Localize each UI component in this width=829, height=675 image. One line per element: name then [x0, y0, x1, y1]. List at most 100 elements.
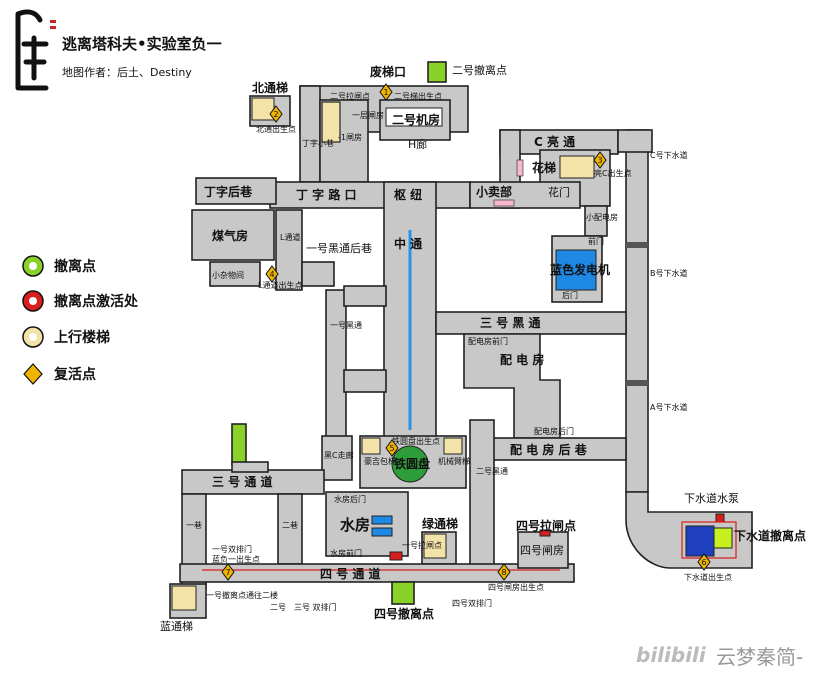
label-gate-room-4: 四号闸房	[520, 544, 564, 557]
label-c-sewer: C号下水道	[650, 150, 688, 160]
label-lever-2: 二号拉闸点	[330, 91, 370, 101]
label-spawn-3: 亮C出生点	[594, 168, 632, 178]
label-black-back-alley-1: 一号黑通后巷	[306, 242, 372, 255]
storage-room	[209, 261, 261, 287]
label-flower-gate: 花门	[548, 185, 570, 199]
legend-spawn: 复活点	[23, 363, 96, 385]
label-black-c-corridor: 黑C走廊	[324, 450, 354, 460]
water-room	[325, 491, 409, 557]
watermark: bilibili 云梦秦简-	[636, 643, 803, 669]
label-blue-spawn: 蓝负一出生点	[212, 554, 260, 564]
label-front-gate: 前门	[588, 236, 604, 246]
map-author: 地图作者：后土、Destiny	[62, 66, 192, 79]
map-labels: 废梯口 二号撤离点 二号拉闸点 二号梯出生点 北通梯 北通出生点 二号机房 H廊…	[160, 63, 806, 633]
label-power-front-gate: 配电房前门	[468, 336, 508, 346]
label-center-passage: 中 通	[394, 236, 422, 251]
spawn-marker: 8	[497, 563, 511, 581]
label-double-gate-4: 四号双排门	[452, 598, 492, 608]
gas-room	[191, 209, 275, 261]
svg-text:1: 1	[384, 88, 389, 97]
channel-name: 云梦秦简-	[716, 645, 803, 669]
label-storage: 小杂物间	[212, 270, 244, 280]
legend: 撤离点 撤离点激活处 上行楼梯 复活点	[22, 255, 139, 385]
kiosk-row	[469, 181, 581, 209]
logo	[15, 9, 56, 91]
label-ding-back-alley: 丁字后巷	[204, 184, 253, 199]
label-kiosk: 小卖部	[476, 184, 512, 199]
svg-text:5: 5	[390, 444, 395, 453]
label-alley-2: 二巷	[282, 521, 298, 530]
label-pack-stair: 豪吉包梯	[364, 456, 396, 466]
label-gate-room: -1闸房	[338, 132, 362, 142]
corridor-4	[179, 563, 575, 583]
label-sewer-extract: 下水道撤离点	[734, 528, 806, 543]
label-power-back-gate: 配电房后门	[534, 426, 574, 436]
label-sewer-pump: 下水道水泵	[684, 491, 739, 505]
black-back-alley-1	[301, 261, 335, 287]
label-lever-4: 四号拉闸点	[516, 518, 576, 533]
gate-room-stairs	[321, 101, 341, 143]
label-a-sewer: A号下水道	[650, 402, 687, 412]
label-lever-1: 一号拉闸点	[402, 540, 442, 550]
label-c-hall: C 亮 通	[534, 134, 575, 149]
spawn-marker: 7	[221, 563, 235, 581]
label-iron-disk: 铁圆盘	[394, 456, 430, 471]
extract-4-box	[391, 581, 415, 605]
l-passage	[275, 209, 303, 291]
label-sewer-spawn: 下水道出生点	[684, 572, 732, 582]
label-corridor-3: 三 号 通 道	[212, 474, 273, 489]
label-alley-1: 一巷	[186, 521, 202, 530]
black-2-passage	[469, 419, 495, 573]
legend-extract-activation: 撤离点激活处	[22, 290, 139, 312]
platform-logo: bilibili	[636, 643, 707, 667]
label-l-spawn: L通道出生点	[258, 280, 302, 290]
spawn-marker: 4	[265, 265, 279, 283]
label-water-back-gate: 水房后门	[334, 494, 366, 504]
svg-text:6: 6	[702, 558, 707, 567]
map-structure	[169, 61, 753, 619]
label-extract-4: 四号撤离点	[374, 606, 434, 621]
black-c-corridor	[321, 435, 353, 481]
map-title: 逃离塔科夫•实验室负一	[62, 35, 222, 53]
spawn-marker: 5	[385, 439, 399, 457]
blue-generator	[555, 249, 597, 291]
label-double-gate-2: 二号	[270, 603, 286, 612]
label-double-gate-1: 一号双排门	[212, 544, 252, 554]
label-h-corridor: H廊	[408, 137, 427, 151]
svg-text:3: 3	[598, 156, 603, 165]
spawn-markers: 1 2 3 4 5 6 7 8	[221, 83, 711, 581]
sewer-passage	[625, 129, 649, 493]
spawn-marker: 3	[593, 151, 607, 169]
iron-disk	[391, 445, 429, 483]
label-water-front-gate: 水房前门	[330, 548, 362, 558]
spawn-marker: 6	[697, 553, 711, 571]
label-north-stair: 北通梯	[252, 80, 288, 95]
svg-text:复活点: 复活点	[53, 366, 96, 383]
svg-text:8: 8	[502, 568, 507, 577]
spawn-marker: 1	[379, 83, 393, 101]
label-black-1: 一号黑通	[330, 320, 362, 330]
extract-1-box	[231, 423, 247, 465]
label-extract-2: 二号撤离点	[452, 63, 507, 77]
label-black-2: 二号黑通	[476, 466, 508, 476]
legend-upstairs: 上行楼梯	[22, 326, 110, 348]
svg-text:撤离点激活处: 撤离点激活处	[54, 293, 139, 310]
label-ding-alley: 丁字小巷	[302, 138, 334, 148]
label-gate-room-4-side: 四号闸房出生点	[488, 582, 544, 592]
svg-text:4: 4	[270, 270, 275, 279]
alley-2	[277, 493, 303, 565]
svg-text:上行楼梯: 上行楼梯	[54, 329, 110, 346]
label-small-power: 小配电房	[586, 212, 618, 222]
svg-text:7: 7	[226, 568, 231, 577]
label-machine-room-2: 二号机房	[392, 112, 440, 127]
label-blue-generator: 蓝色发电机	[550, 262, 610, 277]
label-flower-stair: 花梯	[532, 160, 556, 175]
label-back-gate: 后门	[562, 290, 578, 300]
label-machine-stair: 机械臂梯	[438, 456, 470, 466]
spawn-point-icon	[23, 363, 43, 385]
label-ding-road: 丁 字 路 口	[296, 187, 357, 202]
label-floor1-gate-room: 一层闸房	[352, 110, 384, 120]
label-power-back-alley: 配 电 房 后 巷	[510, 442, 588, 457]
